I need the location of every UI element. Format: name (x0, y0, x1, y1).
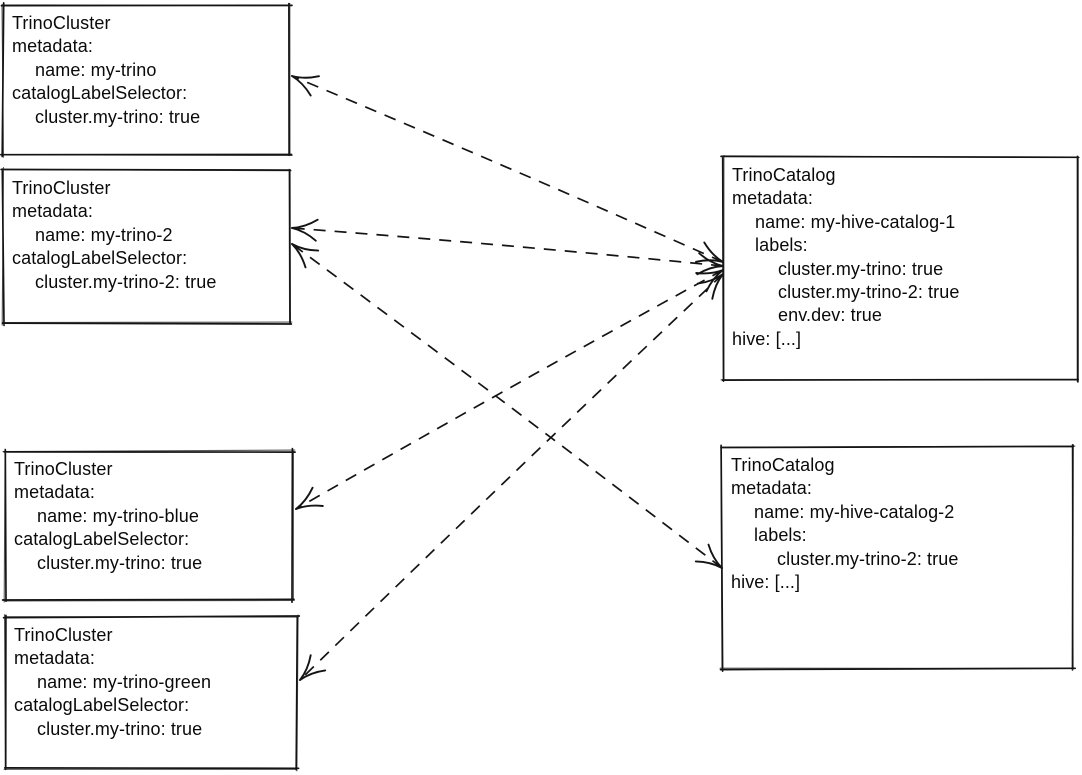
box-line: TrinoCluster (12, 178, 111, 198)
box-line: cluster.my-trino-2: true (35, 271, 217, 292)
box-outline-catalog-my-hive-catalog-2 (719, 444, 1076, 671)
connection-catalog-my-hive-catalog-1--cluster-my-trino-green-arrowhead (299, 654, 312, 681)
box-line: cluster.my-trino: true (778, 258, 944, 279)
trino-cluster-my-trino-2-box: TrinoCluster metadata:name: my-trino-2 cat… (3, 170, 290, 323)
connection-catalog-my-hive-catalog-1--cluster-my-trino-2-arrowhead (291, 218, 319, 229)
box-line: labels: (755, 235, 808, 256)
box-line: name: my-trino-blue (37, 505, 199, 526)
connection-catalog-my-hive-catalog-1--cluster-my-trino-arrowhead (291, 75, 320, 79)
connection-catalog-my-hive-catalog-1--cluster-my-trino-2 (291, 227, 724, 267)
box-line: catalogLabelSelector: (12, 248, 188, 269)
box-line: metadata: (731, 478, 812, 499)
trino-cluster-my-trino-box: TrinoCluster metadata:name: my-trino catal… (3, 5, 290, 155)
trino-cluster-my-trino-green-box: TrinoCluster metadata:name: my-trino-gree… (5, 617, 297, 769)
box-line: hive: [...] (732, 328, 802, 349)
box-outline-cluster-my-trino-2 (1, 167, 293, 326)
trino-cluster-my-trino-blue-box: TrinoCluster metadata:name: my-trino-blue… (5, 451, 293, 600)
box-outline-cluster-my-trino (0, 3, 293, 158)
box-line: labels: (754, 525, 807, 546)
box-line: name: my-trino (35, 59, 157, 80)
box-line: metadata: (14, 482, 95, 503)
box-outline-cluster-my-trino-blue (2, 448, 296, 603)
box-line: env.dev: true (778, 305, 883, 326)
connection-catalog-my-hive-catalog-1--cluster-my-trino-green-arrowhead (711, 273, 724, 300)
connection-catalog-my-hive-catalog-2--cluster-my-trino-2-arrowhead (694, 560, 723, 569)
box-line: TrinoCluster (14, 625, 113, 645)
box-line: metadata: (14, 648, 95, 669)
box-line: name: my-hive-catalog-2 (754, 501, 955, 522)
box-line: cluster.my-trino: true (35, 106, 201, 127)
connection-catalog-my-hive-catalog-1--cluster-my-trino-blue-arrowhead (295, 486, 314, 510)
connection-catalog-my-hive-catalog-1--cluster-my-trino-green (299, 273, 724, 681)
box-line: name: my-hive-catalog-1 (755, 211, 956, 232)
box-outline-cluster-my-trino-green (3, 614, 299, 772)
box-line: catalogLabelSelector: (12, 83, 188, 104)
box-line: catalogLabelSelector: (14, 529, 190, 550)
connection-catalog-my-hive-catalog-1--cluster-my-trino-2-arrowhead (291, 227, 317, 242)
box-line: TrinoCluster (12, 13, 111, 33)
box-line: hive: [...] (731, 572, 801, 593)
box-line: cluster.my-trino: true (37, 552, 203, 573)
connection-catalog-my-hive-catalog-1--cluster-my-trino-blue (295, 269, 724, 510)
box-line: TrinoCluster (14, 459, 113, 479)
box-line: catalogLabelSelector: (14, 695, 190, 716)
box-line: metadata: (12, 36, 93, 57)
box-line: name: my-trino-green (37, 671, 212, 692)
connection-catalog-my-hive-catalog-2--cluster-my-trino-2-arrowhead (291, 243, 320, 252)
box-line: metadata: (732, 188, 813, 209)
box-line: cluster.my-trino: true (37, 718, 203, 739)
box-line: TrinoCatalog (731, 455, 835, 475)
box-line: cluster.my-trino-2: true (778, 282, 960, 303)
box-line: name: my-trino-2 (35, 224, 173, 245)
trino-catalog-my-hive-catalog-1-box: TrinoCatalog metadata:name: my-hive-catal… (723, 157, 1077, 380)
box-line: cluster.my-trino-2: true (777, 548, 959, 569)
box-line: TrinoCatalog (732, 165, 836, 185)
box-outline-cluster-my-trino-blue (1, 447, 296, 604)
connection-catalog-my-hive-catalog-1--cluster-my-trino-arrowhead (291, 75, 312, 97)
box-line: metadata: (12, 201, 93, 222)
box-outline-catalog-my-hive-catalog-1 (720, 155, 1080, 382)
connection-catalog-my-hive-catalog-2--cluster-my-trino-2 (291, 243, 723, 569)
trino-catalog-my-hive-catalog-2-box: TrinoCatalog metadata:name: my-hive-catal… (722, 447, 1073, 669)
connection-catalog-my-hive-catalog-1--cluster-my-trino (291, 75, 724, 263)
